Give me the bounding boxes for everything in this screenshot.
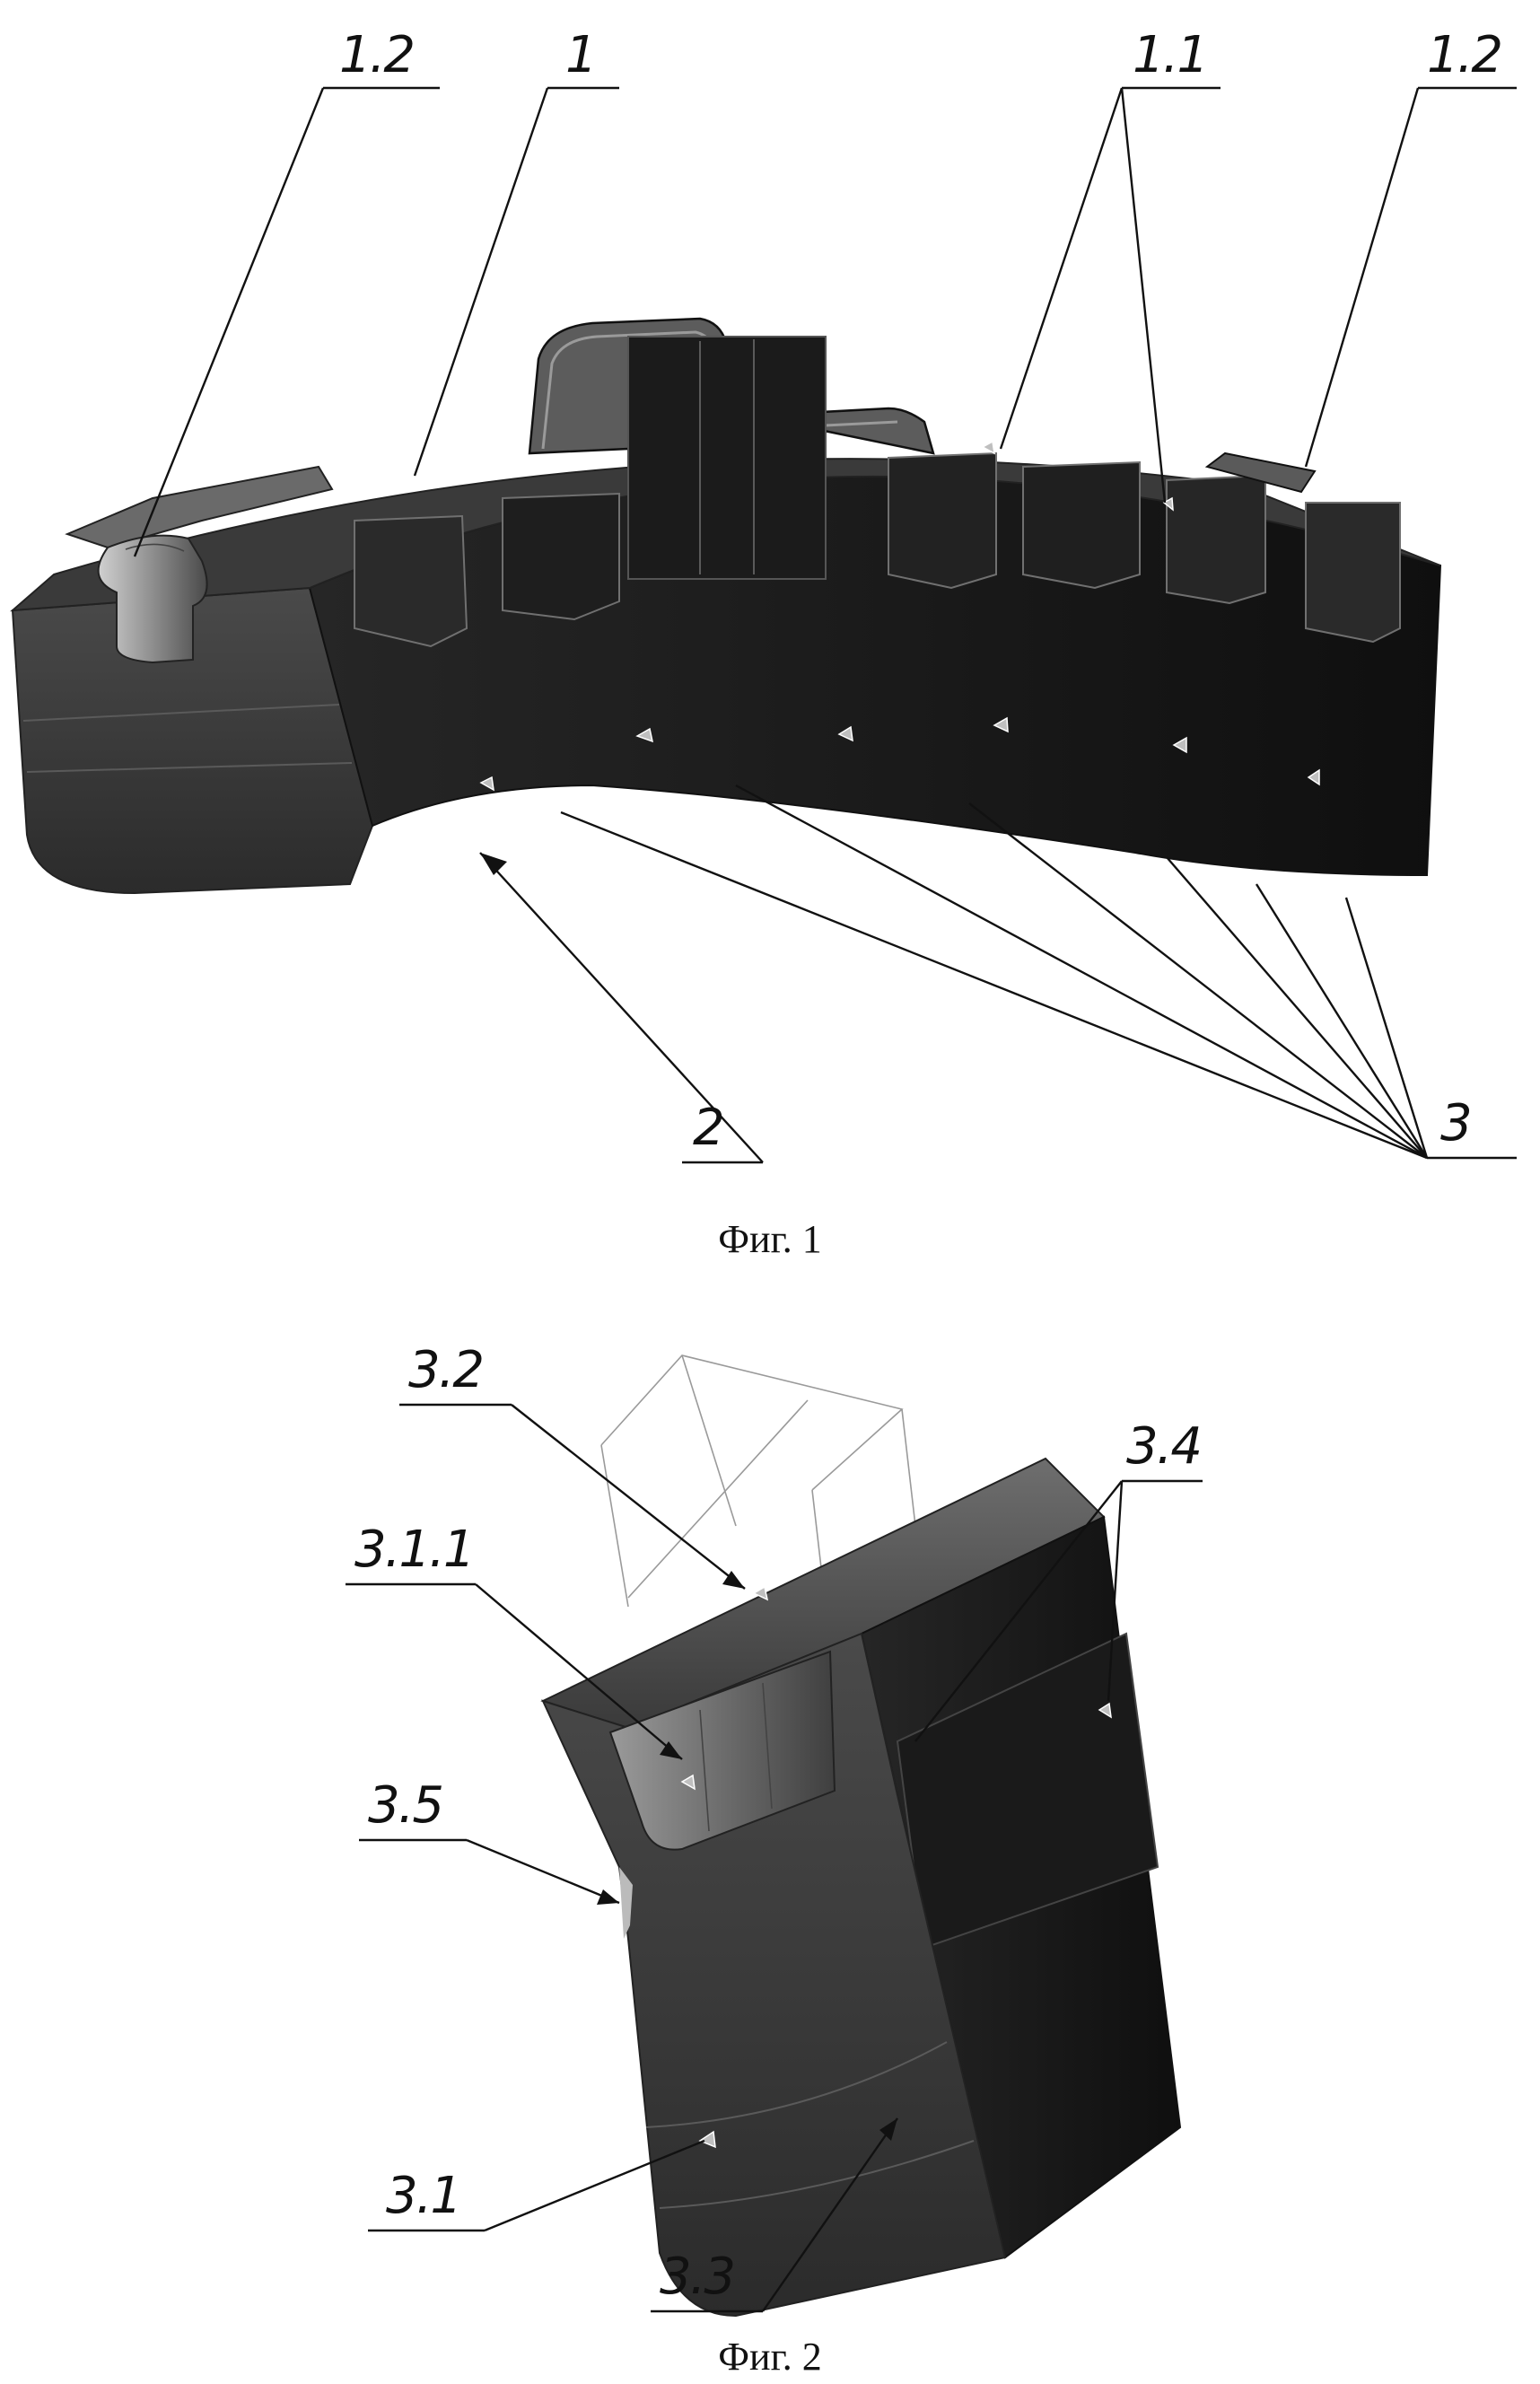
label-3-3: 3.3 [660,2248,734,2306]
clip-left-body [97,534,208,664]
figure-1-leaders: 1.2 1 1.1 1.2 2 3 [133,26,1517,1164]
label-3-2: 3.2 [408,1341,483,1399]
label-1-2-right: 1.2 [1427,26,1501,84]
label-3: 3 [1440,1094,1471,1153]
block-drawing [540,1457,1182,2318]
label-1-1: 1.1 [1133,26,1207,84]
label-1: 1 [565,26,596,84]
figure-1: 1.2 1 1.1 1.2 2 3 Фиг. 1 [10,26,1517,1261]
segment-curved-body [308,475,1442,877]
segment-body-drawing [10,317,1442,895]
figure-2-caption: Фиг. 2 [718,2335,821,2379]
figure-2: 3.2 3.1.1 3.4 3.5 3.1 3.3 Фиг. 2 [346,1341,1203,2379]
figure-1-caption: Фиг. 1 [718,1217,821,1261]
label-3-4: 3.4 [1126,1417,1201,1476]
clip-left-drawing [65,465,334,664]
label-3-1-1: 3.1.1 [354,1521,474,1579]
segment-front-block [11,586,374,895]
label-3-1: 3.1 [386,2167,460,2225]
label-2: 2 [693,1099,723,1157]
label-3-5: 3.5 [368,1776,442,1835]
label-1-2-left: 1.2 [339,26,414,84]
inner-slot [608,1650,836,1851]
phantom-outline [600,1354,916,1608]
figure-2-leaders: 3.2 3.1.1 3.4 3.5 3.1 3.3 [346,1341,1203,2313]
